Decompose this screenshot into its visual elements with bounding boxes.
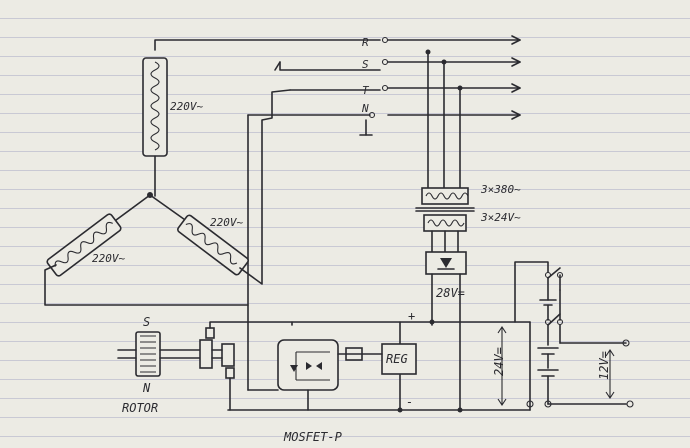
mosfet-block: [277, 339, 383, 411]
phase-label-r: R: [362, 36, 369, 49]
output-voltage-arrow: [605, 349, 615, 399]
coil-label-top: 220V~: [170, 100, 203, 113]
wire-t-link: [271, 89, 291, 116]
rotor: [117, 304, 293, 411]
coil-label-right: 220V~: [210, 216, 243, 229]
stator-coil-top: [142, 57, 168, 197]
minus-sign: -: [406, 395, 413, 409]
rectified-voltage-label: 28V=: [436, 286, 465, 300]
regulator-box: [381, 343, 417, 375]
dc-bus: [227, 319, 531, 413]
transformer: [415, 187, 475, 253]
coil-label-left: 220V~: [92, 252, 125, 265]
regulator-label: REG: [386, 352, 408, 366]
battery-voltage-label: 24V=: [492, 347, 506, 376]
battery-section: [514, 261, 634, 411]
transformer-secondary-label: 3×24V~: [480, 211, 521, 224]
plus-sign: +: [408, 309, 415, 323]
battery-voltage-arrow: [497, 326, 507, 406]
phase-label-n: N: [361, 102, 369, 115]
phase-label-t: T: [362, 84, 370, 97]
transformer-taps: [425, 49, 463, 191]
output-voltage-label: 12V=: [597, 351, 611, 380]
wire-s-link: [274, 61, 281, 71]
mosfet-label: MOSFET-P: [283, 430, 343, 444]
phase-bus-lines: [154, 35, 521, 136]
stator-coil-left: [44, 114, 249, 306]
transformer-primary-label: 3×380~: [480, 183, 521, 196]
phase-label-s: S: [362, 58, 369, 71]
rotor-pole-north: N: [142, 381, 151, 395]
stator-coil-right: [149, 114, 273, 285]
rotor-label: ROTOR: [122, 401, 158, 415]
rotor-pole-south: S: [143, 315, 150, 329]
rectifier: [425, 251, 467, 411]
